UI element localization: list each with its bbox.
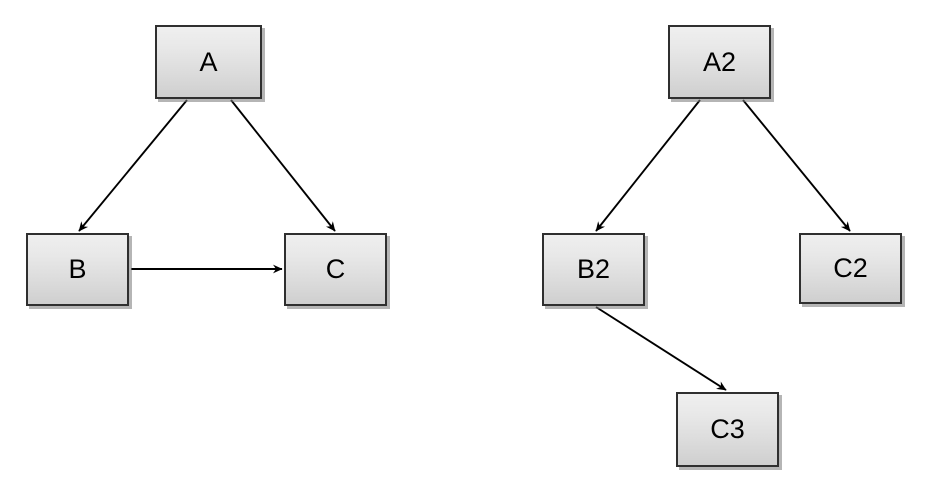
node-c[interactable]: C: [284, 233, 387, 306]
node-a2[interactable]: A2: [668, 25, 771, 99]
edge-a-to-c: [230, 99, 336, 232]
edge-b2-to-c3: [595, 306, 727, 391]
node-label: A2: [702, 46, 737, 77]
edges-group: [78, 99, 851, 391]
node-label: C: [325, 254, 346, 284]
node-c2[interactable]: C2: [799, 233, 902, 304]
edge-a2-to-b2: [595, 99, 701, 232]
node-b[interactable]: B: [26, 233, 129, 306]
node-label: A: [199, 46, 218, 77]
node-label: B2: [576, 254, 611, 284]
node-label: C3: [710, 414, 745, 444]
node-label: C2: [833, 253, 868, 283]
edge-a2-to-c2: [742, 99, 851, 232]
node-c3[interactable]: C3: [676, 392, 779, 467]
node-label: B: [68, 254, 87, 284]
node-b2[interactable]: B2: [542, 233, 645, 306]
node-a[interactable]: A: [155, 25, 262, 99]
edge-a-to-b: [78, 99, 188, 232]
